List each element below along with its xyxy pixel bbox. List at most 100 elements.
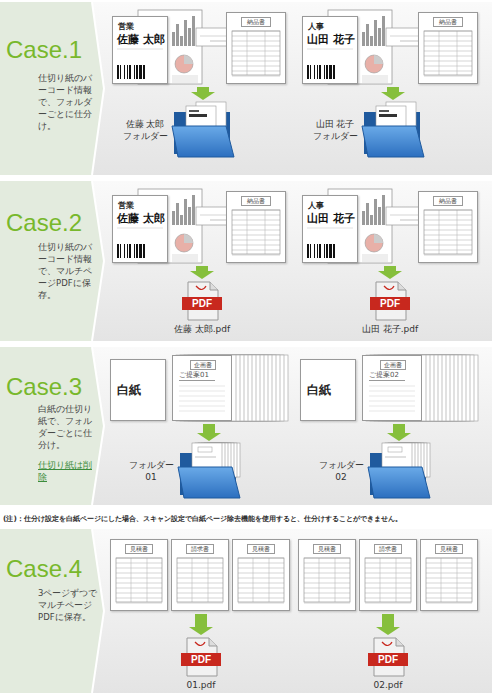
drawing-detail xyxy=(385,457,406,458)
person-name: 山田 花子 xyxy=(307,211,355,226)
pdf-file: PDF佐藤 太郎.pdf xyxy=(182,281,222,321)
drawing-detail xyxy=(139,244,142,258)
drawing-detail xyxy=(398,282,406,290)
drawing-detail xyxy=(172,257,198,258)
drawing-detail xyxy=(424,255,472,256)
drawing-detail xyxy=(117,228,163,229)
drawing-detail xyxy=(117,49,163,50)
drawing-detail xyxy=(390,215,418,216)
drawing-detail xyxy=(314,65,315,79)
pdf-badge: PDF xyxy=(370,297,410,310)
drawing-detail xyxy=(117,244,119,258)
drawing-detail xyxy=(172,255,198,256)
drawing-detail xyxy=(370,215,373,225)
pdf-badge: PDF xyxy=(182,297,222,310)
drawing-detail xyxy=(304,603,350,604)
drawing-detail xyxy=(307,49,353,50)
drawing-detail xyxy=(139,65,142,79)
drawing-detail xyxy=(124,244,125,258)
drawing-detail xyxy=(307,228,353,229)
drawing-detail xyxy=(324,244,325,258)
drawing-detail xyxy=(333,244,335,258)
drawing-detail xyxy=(92,2,104,175)
drawing-detail xyxy=(189,114,207,117)
drawing-detail xyxy=(265,31,266,75)
file-name: 01.pdf xyxy=(141,680,261,691)
drawing-detail xyxy=(379,114,397,117)
drawing-detail xyxy=(368,653,408,666)
document-subtitle: ご提案02 xyxy=(369,371,405,381)
drawing-detail xyxy=(424,210,472,254)
drawing-detail xyxy=(304,588,350,589)
flow-arrow xyxy=(376,614,400,635)
drawing-detail xyxy=(195,642,205,646)
drawing-detail xyxy=(179,411,225,412)
drawing-detail xyxy=(370,297,410,310)
case-title: Case.4 xyxy=(6,555,82,583)
drawing-detail xyxy=(179,396,225,397)
drawing-detail xyxy=(329,65,332,79)
drawing-detail xyxy=(172,76,198,77)
drawing-detail xyxy=(188,28,191,46)
case-title: Case.2 xyxy=(6,209,82,237)
drawing-detail xyxy=(232,51,280,52)
form-title: 請求書 xyxy=(186,544,214,554)
drawing-detail xyxy=(238,583,284,584)
divider-sheet: 営業佐藤 太郎 xyxy=(112,16,168,84)
drawing-detail xyxy=(366,203,369,225)
document-title: 企画書 xyxy=(380,360,406,370)
drawing-detail xyxy=(424,250,472,251)
drawing-detail xyxy=(362,261,388,262)
drawing-detail xyxy=(172,32,175,46)
drawing-detail xyxy=(457,558,458,602)
drawing-detail xyxy=(390,36,418,37)
department-text: 営業 xyxy=(118,21,134,32)
drawing-detail xyxy=(210,282,218,290)
drawing-detail xyxy=(439,31,440,75)
drawing-detail xyxy=(232,56,280,57)
drawing-detail xyxy=(304,563,350,564)
drawing-detail xyxy=(232,255,280,256)
document-title: 企画書 xyxy=(190,360,216,370)
drawing-detail xyxy=(177,583,223,584)
drawing-detail xyxy=(335,558,336,602)
drawing-detail xyxy=(177,558,223,602)
form-title: 請求書 xyxy=(374,544,402,554)
drawing-detail xyxy=(179,391,225,392)
drawing-detail xyxy=(172,259,198,260)
drawing-detail xyxy=(232,71,280,72)
folder-icon xyxy=(362,102,424,157)
drawing-detail xyxy=(362,80,388,81)
drawing-detail xyxy=(147,558,148,602)
drawing-detail xyxy=(374,199,377,225)
drawing-detail xyxy=(457,210,458,254)
drawing-detail xyxy=(329,244,332,258)
drawing-detail xyxy=(304,578,350,579)
drawing-detail xyxy=(238,558,284,602)
drawing-detail xyxy=(175,234,193,252)
department-text: 人事 xyxy=(308,21,324,32)
drawing-detail xyxy=(116,578,162,579)
drawing-detail xyxy=(232,76,280,77)
drawing-detail xyxy=(369,411,415,412)
drawing-detail xyxy=(314,244,315,258)
drawing-detail xyxy=(400,41,418,42)
drawing-detail xyxy=(177,603,223,604)
drawing-detail xyxy=(232,215,280,216)
drawing-detail xyxy=(396,638,404,646)
case-title: Case.1 xyxy=(6,36,82,64)
drawing-detail xyxy=(200,36,228,37)
drawing-detail xyxy=(232,66,280,67)
drawing-detail xyxy=(232,240,280,241)
form-document: 請求書 xyxy=(359,539,417,611)
drawing-detail xyxy=(176,203,179,225)
drawing-detail xyxy=(238,603,284,604)
drawing-detail xyxy=(176,24,179,46)
form-document: 納品書 xyxy=(418,12,478,84)
form-document: 見積書 xyxy=(110,539,168,611)
drawing-detail xyxy=(362,76,388,77)
drawing-detail xyxy=(117,65,119,79)
drawing-detail xyxy=(0,181,104,341)
folder: フォルダー 01 xyxy=(178,443,240,498)
